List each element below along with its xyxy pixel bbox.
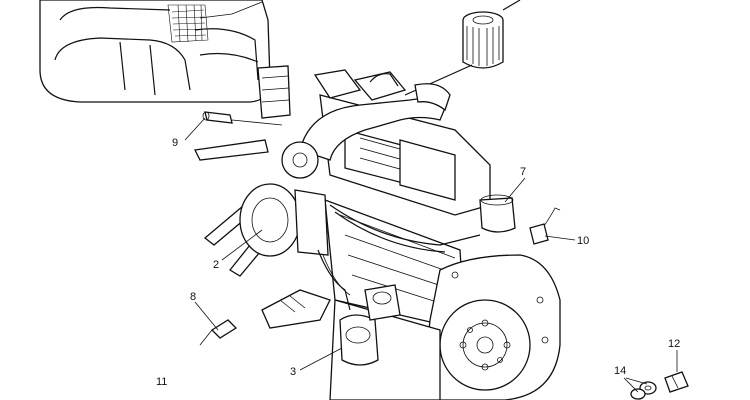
callout-9: 9 xyxy=(172,137,178,149)
callout-14: 14 xyxy=(614,365,626,377)
callout-12: 12 xyxy=(668,338,680,350)
part-9-sensor xyxy=(202,111,233,124)
callout-3: 3 xyxy=(290,366,296,378)
leader-lines xyxy=(184,117,678,393)
callout-11: 11 xyxy=(156,376,167,388)
inset-machine-view xyxy=(39,0,271,103)
part-10-sensor xyxy=(529,207,561,245)
part-12-bolt xyxy=(664,371,689,393)
callout-2: 2 xyxy=(213,259,219,271)
engine-assembly xyxy=(194,65,561,400)
oil-filter-part xyxy=(404,0,521,96)
callout-8: 8 xyxy=(190,291,196,303)
part-14-washers xyxy=(630,381,657,400)
part-8-sensor xyxy=(199,319,238,346)
callout-10: 10 xyxy=(577,235,589,247)
callout-7: 7 xyxy=(520,166,526,178)
